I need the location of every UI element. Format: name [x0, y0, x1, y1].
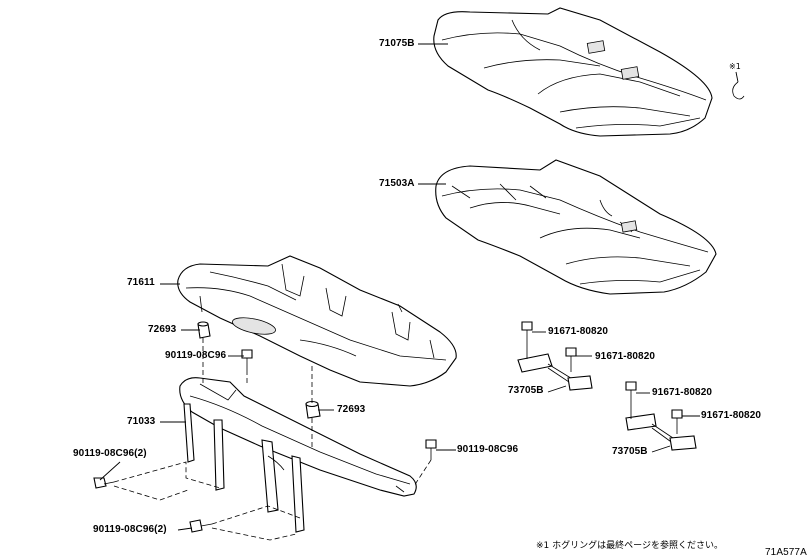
hog-ring-icon	[732, 81, 745, 100]
bolt-right-drawing	[425, 439, 437, 460]
clip-upper-drawing	[197, 321, 211, 339]
cushion-frame-drawing	[177, 255, 457, 387]
bolt-upper-drawing	[241, 349, 253, 370]
label-bolt-left-1[interactable]: 90119-08C96(2)	[73, 448, 147, 459]
label-lock-1[interactable]: 73705B	[508, 385, 544, 396]
label-bolt-upper[interactable]: 90119-08C96	[165, 350, 227, 361]
footnote: ※1 ホグリングは最終ページを参照ください。	[536, 541, 723, 551]
seat-cushion-pad-drawing	[435, 159, 717, 295]
label-cushion-pad[interactable]: 71503A	[379, 178, 415, 189]
screw-2-drawing	[565, 347, 577, 372]
label-screw-1[interactable]: 91671-80820	[548, 326, 609, 337]
lock-2-drawing	[625, 413, 697, 451]
label-bolt-right[interactable]: 90119-08C96	[457, 444, 519, 455]
label-clip-lower[interactable]: 72693	[337, 404, 366, 415]
seat-cushion-cover-drawing	[433, 7, 713, 137]
bolt-left-2-drawing	[189, 519, 213, 533]
label-screw-3[interactable]: 91671-80820	[652, 387, 713, 398]
label-cushion-frame[interactable]: 71611	[127, 277, 155, 288]
bolt-left-1-drawing	[93, 477, 115, 489]
assembly-dash-lines	[113, 338, 632, 541]
label-screw-4[interactable]: 91671-80820	[701, 410, 762, 421]
screw-1-drawing	[521, 321, 533, 354]
label-mark-ref: ※1	[729, 62, 741, 71]
frame-sub-assy-drawing	[179, 377, 417, 533]
diagram-id: 71A577A	[765, 547, 807, 558]
label-lock-2[interactable]: 73705B	[612, 446, 648, 457]
label-cushion-cover[interactable]: 71075B	[379, 38, 415, 49]
label-frame-sub-assy[interactable]: 71033	[127, 416, 156, 427]
leader-lines	[99, 43, 739, 531]
label-bolt-left-2[interactable]: 90119-08C96(2)	[93, 524, 167, 535]
label-screw-2[interactable]: 91671-80820	[595, 351, 656, 362]
clip-lower-drawing	[305, 400, 321, 419]
screw-3-drawing	[625, 381, 637, 414]
label-clip-upper[interactable]: 72693	[148, 324, 177, 335]
screw-4-drawing	[671, 409, 683, 434]
lock-1-drawing	[517, 353, 593, 391]
